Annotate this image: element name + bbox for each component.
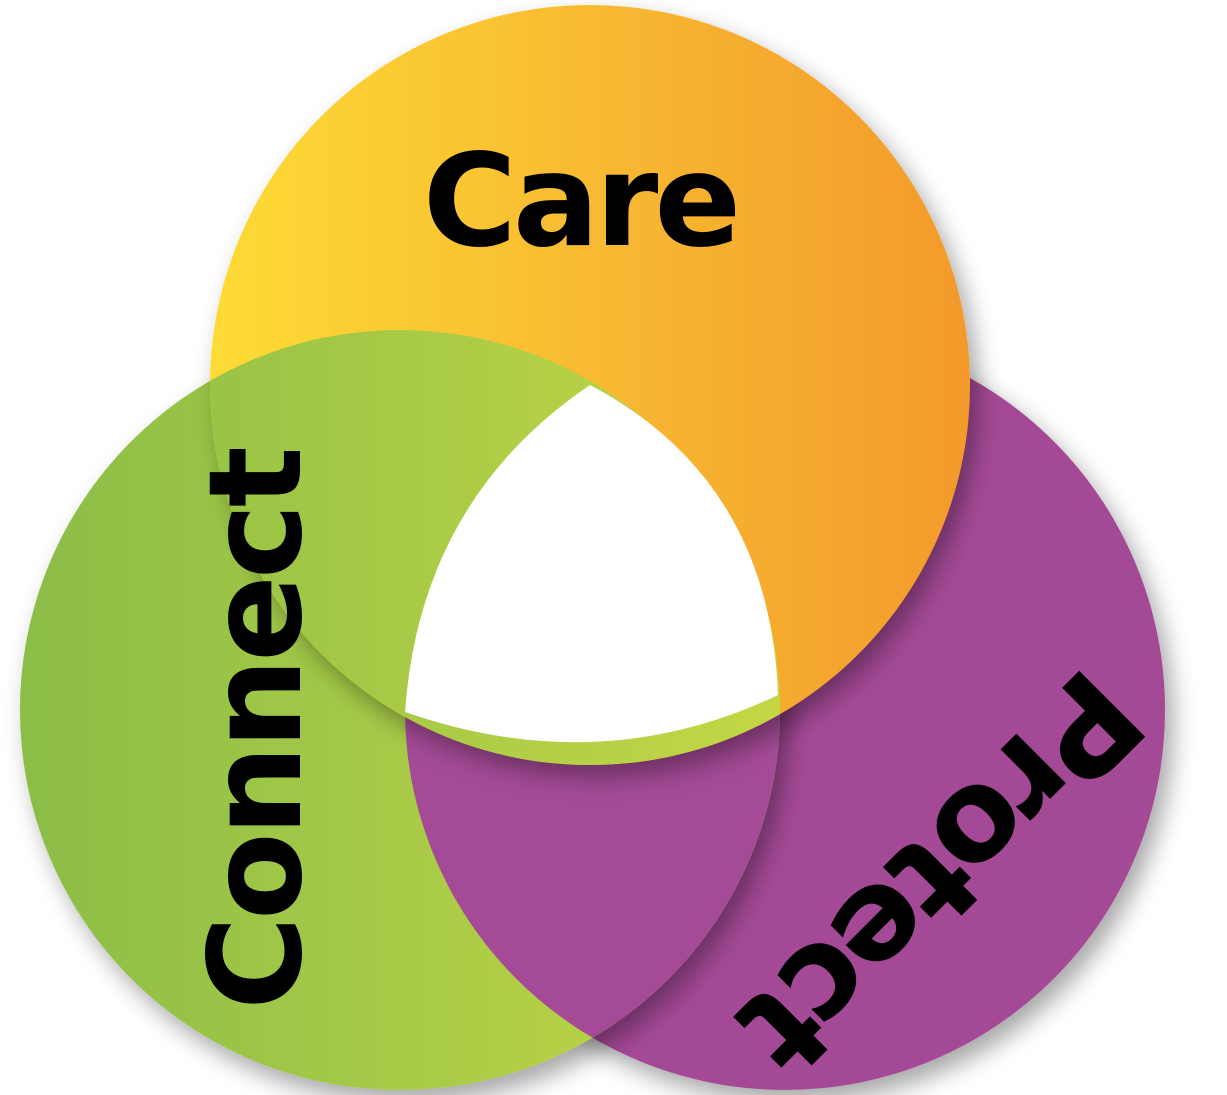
center-hole — [405, 385, 778, 743]
connect-label: Connect — [182, 448, 331, 1010]
care-label: Care — [423, 127, 737, 276]
